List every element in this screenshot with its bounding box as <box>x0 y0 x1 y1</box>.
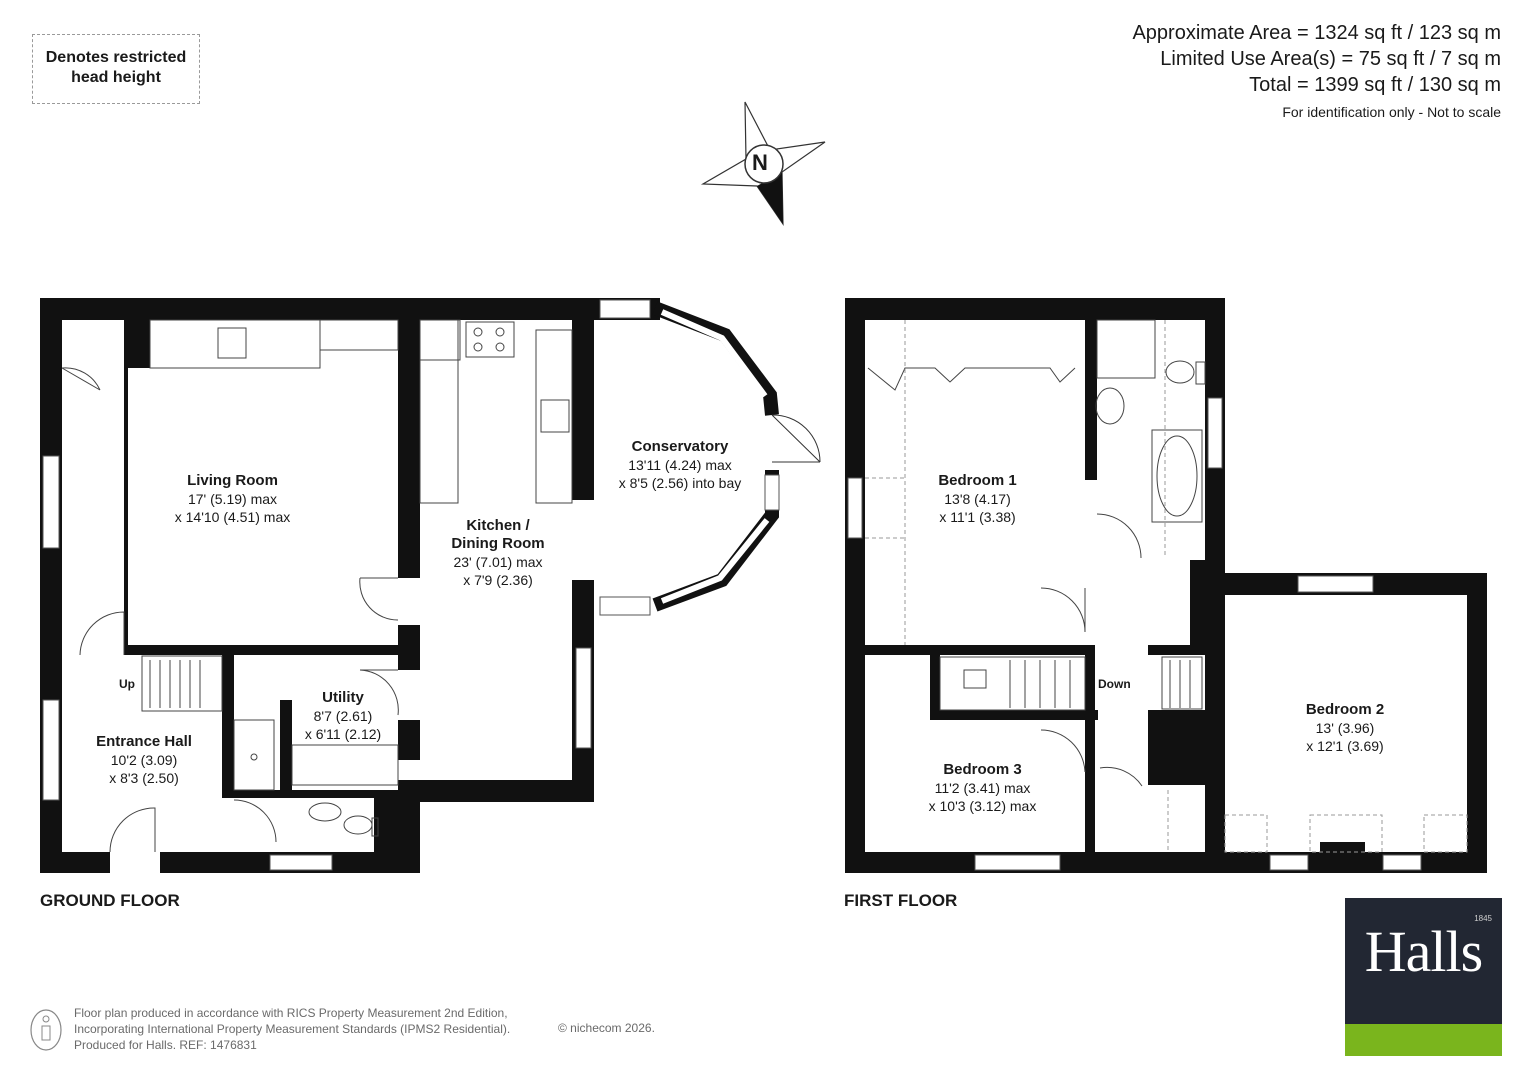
room-dim: x 8'5 (2.56) into bay <box>618 475 742 491</box>
room-dim: 23' (7.01) max <box>453 554 543 570</box>
room-dim: 8'7 (2.61) <box>313 708 373 724</box>
room-utility: Utility 8'7 (2.61) x 6'11 (2.12) <box>283 689 403 743</box>
ground-floor-plan <box>40 298 660 873</box>
room-conservatory: Conservatory 13'11 (4.24) max x 8'5 (2.5… <box>600 438 760 492</box>
room-dim: 10'2 (3.09) <box>110 752 178 768</box>
room-name-line-2: Dining Room <box>451 535 545 552</box>
room-dim: 17' (5.19) max <box>187 491 278 507</box>
room-dim: x 6'11 (2.12) <box>304 726 382 742</box>
restricted-height-legend: Denotes restricted head height <box>32 48 200 88</box>
compass-icon <box>700 101 826 226</box>
first-floor-label: FIRST FLOOR <box>844 891 958 910</box>
person-icon <box>30 1009 62 1051</box>
room-bedroom-1: Bedroom 1 13'8 (4.17) x 11'1 (3.38) <box>905 472 1050 526</box>
first-floor-plan <box>845 298 1487 873</box>
room-entrance-hall: Entrance Hall 10'2 (3.09) x 8'3 (2.50) <box>74 733 214 787</box>
copyright: © nichecom 2026. <box>558 1021 655 1035</box>
restricted-height-legend-box <box>32 34 200 104</box>
room-dim: 11'2 (3.41) max <box>934 780 1031 796</box>
room-dim: x 7'9 (2.36) <box>463 572 533 588</box>
footer-line-1: Floor plan produced in accordance with R… <box>74 1006 508 1020</box>
approximate-area: Approximate Area = 1324 sq ft / 123 sq m <box>1132 22 1501 44</box>
ground-floor-fittings <box>61 319 573 853</box>
logo-text: Halls <box>1364 919 1483 984</box>
ground-floor-label: GROUND FLOOR <box>40 891 180 910</box>
first-floor-windows <box>847 397 1422 871</box>
legend-line-2: head height <box>71 69 161 86</box>
footer-note: Floor plan produced in accordance with R… <box>74 1005 510 1053</box>
limited-use-area: Limited Use Area(s) = 75 sq ft / 7 sq m <box>1160 48 1501 70</box>
room-name: Utility <box>322 689 364 706</box>
room-name: Bedroom 1 <box>938 472 1017 489</box>
total-area: Total = 1399 sq ft / 130 sq m <box>1249 74 1501 96</box>
room-dim: x 12'1 (3.69) <box>1306 738 1384 754</box>
room-dim: x 14'10 (4.51) max <box>174 509 291 525</box>
stairs-down-label: Down <box>1098 677 1131 691</box>
footer-line-2: Incorporating International Property Mea… <box>74 1022 511 1036</box>
ground-floor-windows <box>42 299 651 871</box>
room-name: Entrance Hall <box>96 733 192 750</box>
room-dim: 13'11 (4.24) max <box>628 457 732 473</box>
halls-logo: 1845 Halls <box>1345 898 1502 1056</box>
stairs-up-label: Up <box>119 677 135 691</box>
footer-line-3: Produced for Halls. REF: 1476831 <box>74 1038 257 1052</box>
room-bedroom-2: Bedroom 2 13' (3.96) x 12'1 (3.69) <box>1275 701 1415 755</box>
room-name: Conservatory <box>631 438 729 455</box>
room-living-room: Living Room 17' (5.19) max x 14'10 (4.51… <box>150 472 315 526</box>
room-kitchen-dining: Kitchen / Dining Room 23' (7.01) max x 7… <box>428 517 568 589</box>
logo-green-bar <box>1345 1024 1502 1056</box>
room-name: Bedroom 2 <box>1305 701 1385 718</box>
room-name: Living Room <box>187 472 278 489</box>
conservatory-bay <box>652 301 821 612</box>
legend-line-1: Denotes restricted <box>45 49 187 66</box>
room-name: Kitchen / <box>466 517 530 534</box>
scale-note: For identification only - Not to scale <box>1282 104 1501 120</box>
room-dim: x 11'1 (3.38) <box>939 509 1016 525</box>
first-floor-fittings <box>865 319 1468 853</box>
logo-year: 1845 <box>1474 914 1492 923</box>
room-bedroom-3: Bedroom 3 11'2 (3.41) max x 10'3 (3.12) … <box>905 761 1060 815</box>
compass-north-label: N <box>752 150 768 175</box>
room-dim: 13'8 (4.17) <box>944 491 1011 507</box>
room-name: Bedroom 3 <box>943 761 1022 778</box>
room-dim: x 8'3 (2.50) <box>109 770 179 786</box>
room-dim: 13' (3.96) <box>1315 720 1375 736</box>
room-dim: x 10'3 (3.12) max <box>928 798 1037 814</box>
